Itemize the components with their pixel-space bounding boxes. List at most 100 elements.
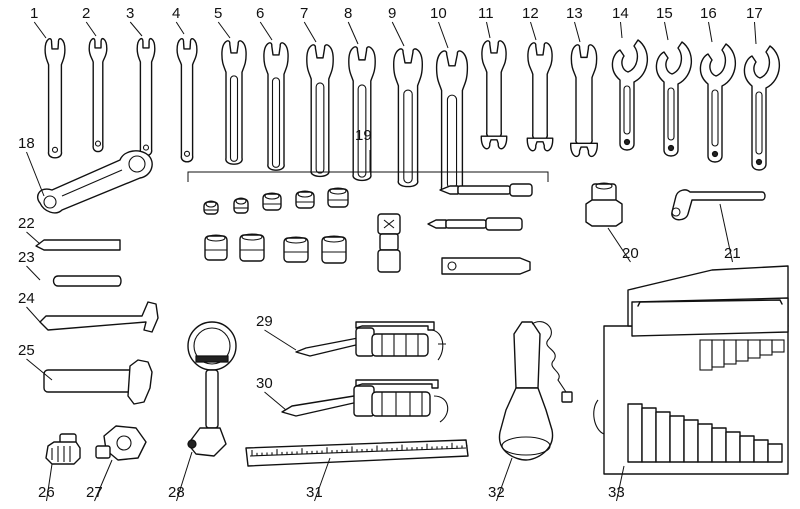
part-number-label: 30: [256, 375, 273, 392]
hammer-icon: [43, 359, 153, 405]
part-number-label: 19: [355, 127, 372, 144]
part-number-label: 21: [724, 245, 741, 262]
socket-icon: [321, 235, 347, 264]
leader-line: [33, 21, 47, 39]
leader-line: [607, 227, 631, 263]
ratchet-handle-icon: [441, 257, 531, 275]
universal-joint-icon: [377, 213, 401, 273]
part-number-label: 28: [168, 484, 185, 501]
part-number-label: 29: [256, 313, 273, 330]
socket-handle-icon: [439, 183, 533, 197]
part-number-label: 12: [522, 5, 539, 22]
part-number-label: 20: [622, 245, 639, 262]
open-end-wrench-icon: [136, 37, 156, 157]
part-number-label: 13: [566, 5, 583, 22]
feeler-blade-icon: [52, 275, 122, 287]
ruler-icon: [245, 439, 469, 467]
leader-line: [259, 21, 273, 41]
box-wrench-icon: [36, 150, 153, 214]
open-end-wrench-icon: [348, 46, 376, 182]
leader-line: [175, 21, 185, 35]
part-number-label: 27: [86, 484, 103, 501]
socket-icon: [233, 197, 249, 214]
leader-line: [530, 21, 537, 41]
part-number-label: 18: [18, 135, 35, 152]
open-end-wrench-icon: [480, 40, 508, 150]
open-end-wrench-icon: [526, 42, 554, 152]
grease-gun-icon: [281, 379, 449, 423]
leader-line: [438, 21, 449, 49]
socket-set-bracket: [187, 150, 549, 182]
adapter-nut-icon: [585, 182, 623, 227]
socket-icon: [204, 234, 228, 261]
open-end-wrench-icon: [393, 48, 423, 188]
leader-line: [574, 21, 581, 43]
leader-line: [620, 21, 623, 39]
part-number-label: 15: [656, 5, 673, 22]
leader-line: [754, 21, 757, 45]
open-end-wrench-icon: [570, 44, 598, 158]
drift-punch-icon: [35, 239, 121, 251]
leader-line: [94, 459, 113, 502]
leader-line: [176, 451, 193, 502]
leader-line: [264, 391, 287, 411]
hook-spanner-icon: [699, 43, 736, 163]
open-end-wrench-icon: [176, 38, 198, 163]
part-number-label: 2: [82, 5, 90, 22]
open-end-wrench-icon: [221, 40, 247, 165]
part-number-label: 32: [488, 484, 505, 501]
open-end-wrench-icon: [435, 50, 469, 194]
leader-line: [303, 21, 317, 43]
socket-icon: [295, 190, 315, 209]
pressure-gauge-icon: [187, 321, 237, 457]
screwdriver-icon: [427, 217, 523, 231]
leader-line: [217, 21, 231, 39]
hook-spanner-icon: [611, 39, 648, 151]
part-number-label: 17: [746, 5, 763, 22]
part-number-label: 25: [18, 342, 35, 359]
socket-icon: [283, 236, 309, 263]
socket-icon: [203, 200, 219, 215]
part-number-label: 33: [608, 484, 625, 501]
part-number-label: 3: [126, 5, 134, 22]
leader-line: [129, 21, 143, 37]
tire-lever-icon: [39, 301, 159, 333]
grease-gun-icon: [295, 321, 446, 361]
socket-icon: [327, 187, 349, 208]
part-number-label: 9: [388, 5, 396, 22]
part-number-label: 8: [344, 5, 352, 22]
leader-line: [616, 465, 625, 502]
part-number-label: 14: [612, 5, 629, 22]
leader-line: [719, 203, 733, 263]
leader-line: [496, 457, 513, 502]
open-end-wrench-icon: [306, 44, 334, 178]
leader-line: [26, 306, 41, 323]
part-number-label: 10: [430, 5, 447, 22]
part-number-label: 6: [256, 5, 264, 22]
leader-line: [486, 21, 491, 39]
leader-line: [46, 463, 53, 502]
hex-nut-icon: [95, 425, 147, 461]
open-end-wrench-icon: [44, 38, 66, 159]
leader-line: [85, 21, 97, 37]
part-number-label: 24: [18, 290, 35, 307]
leader-line: [26, 151, 45, 197]
part-number-label: 1: [30, 5, 38, 22]
part-number-label: 22: [18, 215, 35, 232]
hook-spanner-icon: [743, 45, 780, 171]
part-number-label: 5: [214, 5, 222, 22]
part-number-label: 11: [478, 5, 494, 22]
leader-line: [391, 21, 405, 47]
leader-line: [347, 21, 359, 45]
inspection-lamp-icon: [498, 321, 573, 461]
open-end-wrench-icon: [263, 42, 289, 171]
leader-line: [314, 457, 331, 502]
leader-line: [664, 21, 669, 41]
part-number-label: 31: [306, 484, 323, 501]
tool-case-icon: [593, 265, 789, 475]
leader-line: [708, 21, 713, 43]
part-number-label: 26: [38, 484, 55, 501]
leader-line: [264, 329, 297, 351]
open-end-wrench-icon: [88, 37, 108, 153]
